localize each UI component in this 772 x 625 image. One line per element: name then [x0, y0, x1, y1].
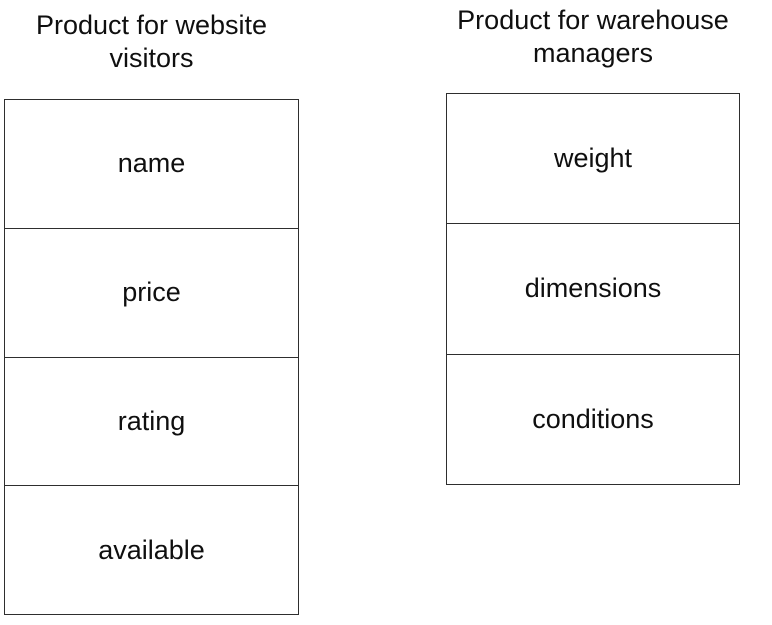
attribute-cell: dimensions — [447, 224, 739, 355]
attribute-table-warehouse-managers: weight dimensions conditions — [446, 93, 740, 485]
attribute-cell: name — [5, 100, 298, 229]
attribute-cell: weight — [447, 94, 739, 225]
entity-title-warehouse-managers: Product for warehouse managers — [457, 5, 729, 68]
attribute-cell: conditions — [447, 354, 739, 484]
attribute-cell: available — [5, 486, 298, 614]
attribute-cell: rating — [5, 357, 298, 487]
attribute-table-website-visitors: name price rating available — [4, 99, 299, 615]
attribute-cell: price — [5, 228, 298, 358]
entity-title-website-visitors: Product for website visitors — [35, 10, 268, 73]
